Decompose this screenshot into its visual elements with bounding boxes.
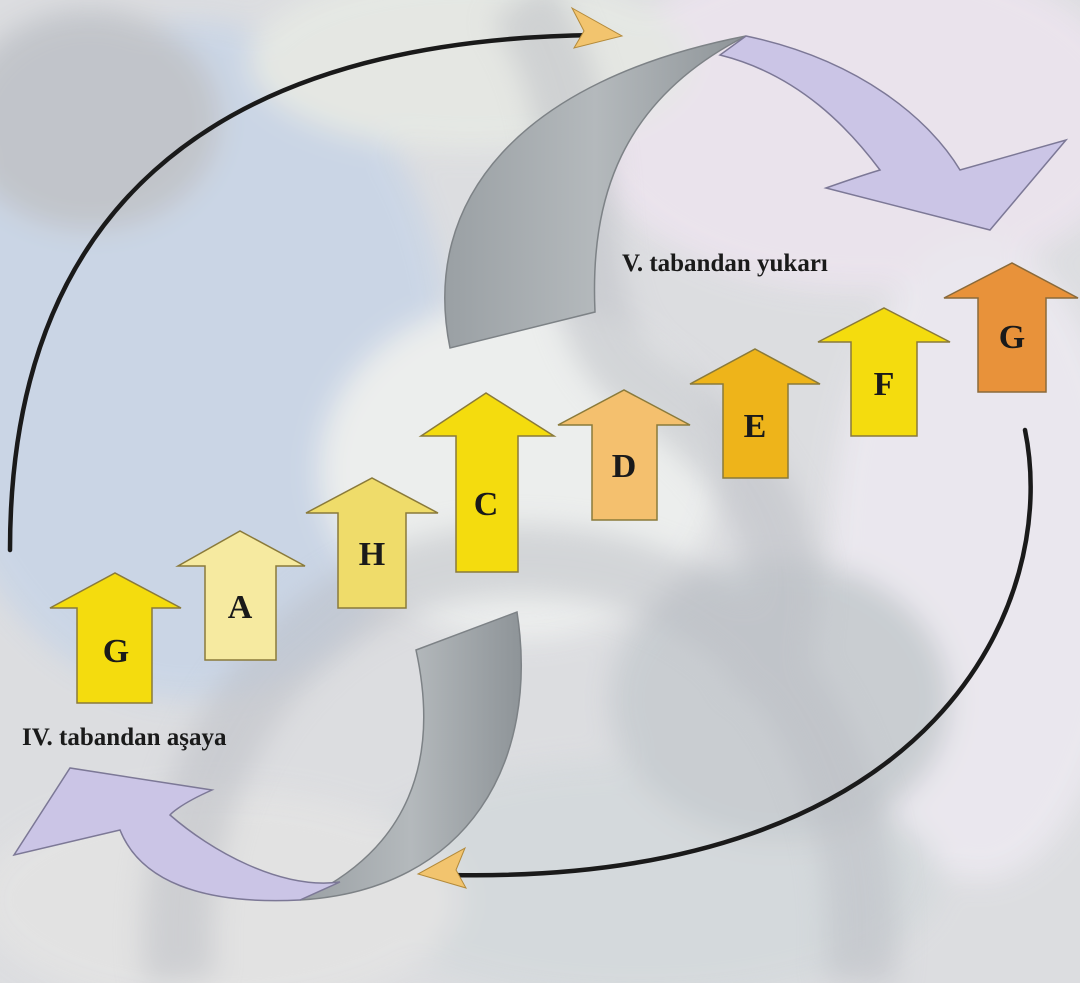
large-curved-arrow-top <box>444 35 1069 349</box>
note-arrow-4: C <box>418 392 557 573</box>
cycle-arrow-top <box>7 6 624 553</box>
label-downward: IV. tabandan aşaya <box>22 724 227 751</box>
note-letter-4: C <box>474 486 499 523</box>
note-arrow-5-shape <box>557 389 691 521</box>
note-arrow-2: A <box>175 530 306 661</box>
note-letter-2: A <box>228 589 253 626</box>
note-arrow-3: H <box>305 477 439 609</box>
note-arrow-5: D <box>557 389 691 521</box>
large-curved-arrow-top-gray <box>444 35 747 349</box>
note-arrow-2-shape <box>175 530 306 661</box>
note-letter-3: H <box>359 536 385 573</box>
note-arrow-8-shape <box>943 262 1079 393</box>
note-arrow-4-shape <box>418 392 557 573</box>
note-arrow-6: E <box>689 348 821 479</box>
cycle-arrow-bottom <box>416 427 1033 889</box>
note-letter-6: E <box>744 408 767 445</box>
large-curved-arrow-top-lavender <box>718 35 1069 231</box>
note-arrow-8: G <box>943 262 1079 393</box>
note-letter-8: G <box>999 319 1025 356</box>
cycle-arrowhead-bottom <box>416 846 468 889</box>
cycle-line-top <box>7 32 598 553</box>
note-arrow-3-shape <box>305 477 439 609</box>
note-arrow-6-shape <box>689 348 821 479</box>
note-letter-7: F <box>874 366 895 403</box>
large-curved-arrow-bottom-gray <box>299 610 522 901</box>
label-upward: V. tabandan yukarı <box>622 250 828 277</box>
note-arrow-7-shape <box>817 307 951 437</box>
cycle-arrowhead-top <box>570 6 624 49</box>
large-curved-arrow-bottom-lavender <box>12 767 341 902</box>
cycle-line-bottom <box>447 427 1033 878</box>
note-letter-1: G <box>103 633 129 670</box>
large-curved-arrow-bottom <box>12 610 522 902</box>
note-letter-5: D <box>612 448 637 485</box>
note-arrow-1: G <box>49 572 182 704</box>
note-arrow-7: F <box>817 307 951 437</box>
note-arrow-1-shape <box>49 572 182 704</box>
